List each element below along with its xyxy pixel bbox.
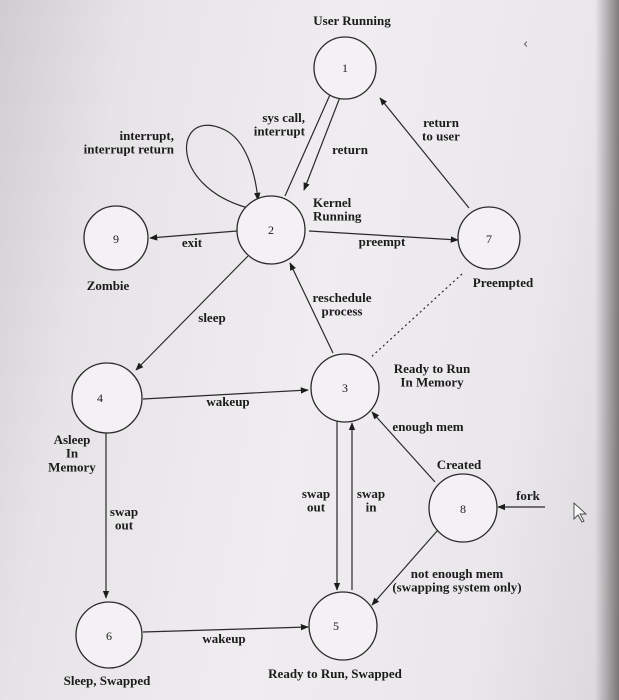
edge-enough-mem bbox=[371, 411, 436, 483]
edge-preempt bbox=[308, 230, 459, 243]
label-fork: fork bbox=[516, 488, 541, 503]
state-9-number: 9 bbox=[113, 232, 119, 246]
state-3 bbox=[310, 353, 380, 423]
state-8-number: 8 bbox=[460, 502, 466, 516]
state-2 bbox=[236, 195, 306, 265]
label-enough-mem: enough mem bbox=[392, 419, 463, 434]
page-edge-shadow bbox=[595, 0, 619, 700]
label-wakeup-swap: wakeup bbox=[202, 631, 245, 646]
state-3-number: 3 bbox=[342, 381, 348, 395]
edge-return-to-user bbox=[379, 97, 470, 209]
stray-mark-icon: ‹ bbox=[523, 37, 528, 52]
state-2-number: 2 bbox=[268, 223, 274, 237]
label-preempt: preempt bbox=[359, 234, 406, 249]
state-5-number: 5 bbox=[333, 619, 339, 633]
state-5-name: Ready to Run, Swapped bbox=[268, 666, 402, 681]
state-6 bbox=[75, 601, 143, 669]
label-exit: exit bbox=[182, 235, 203, 250]
state-7-name: Preempted bbox=[473, 275, 534, 290]
state-7 bbox=[457, 206, 521, 270]
diagram-title: User Running bbox=[313, 13, 391, 28]
state-7-number: 7 bbox=[486, 232, 492, 246]
edge-syscall bbox=[284, 87, 334, 197]
edge-reschedule bbox=[289, 262, 334, 354]
label-sleep: sleep bbox=[198, 310, 225, 325]
state-1 bbox=[313, 36, 377, 100]
state-6-name: Sleep, Swapped bbox=[64, 673, 151, 688]
label-not-enough-mem: not enough mem(swapping system only) bbox=[392, 566, 521, 595]
state-8-name: Created bbox=[437, 457, 482, 472]
state-4 bbox=[71, 362, 143, 434]
state-6-number: 6 bbox=[106, 629, 112, 643]
edge-preempted-ready bbox=[369, 273, 463, 359]
state-4-number: 4 bbox=[97, 391, 103, 405]
edge-wakeup-swap bbox=[142, 624, 309, 633]
label-wakeup-mem: wakeup bbox=[206, 394, 249, 409]
state-9-name: Zombie bbox=[87, 278, 130, 293]
label-syscall: sys call,interrupt bbox=[254, 110, 306, 139]
edge-wakeup-mem bbox=[142, 387, 309, 400]
edge-exit bbox=[149, 230, 238, 241]
state-9 bbox=[83, 205, 149, 271]
label-return: return bbox=[332, 142, 369, 157]
edge-sleep bbox=[135, 255, 249, 371]
label-interrupt: interrupt,interrupt return bbox=[84, 128, 175, 157]
edge-return bbox=[303, 91, 343, 191]
mouse-cursor-icon bbox=[573, 501, 588, 523]
edge-not-enough-mem bbox=[371, 529, 439, 606]
state-8 bbox=[428, 473, 498, 543]
state-1-number: 1 bbox=[342, 61, 348, 75]
state-5 bbox=[308, 591, 378, 661]
edge-interrupt-loop bbox=[185, 124, 261, 209]
